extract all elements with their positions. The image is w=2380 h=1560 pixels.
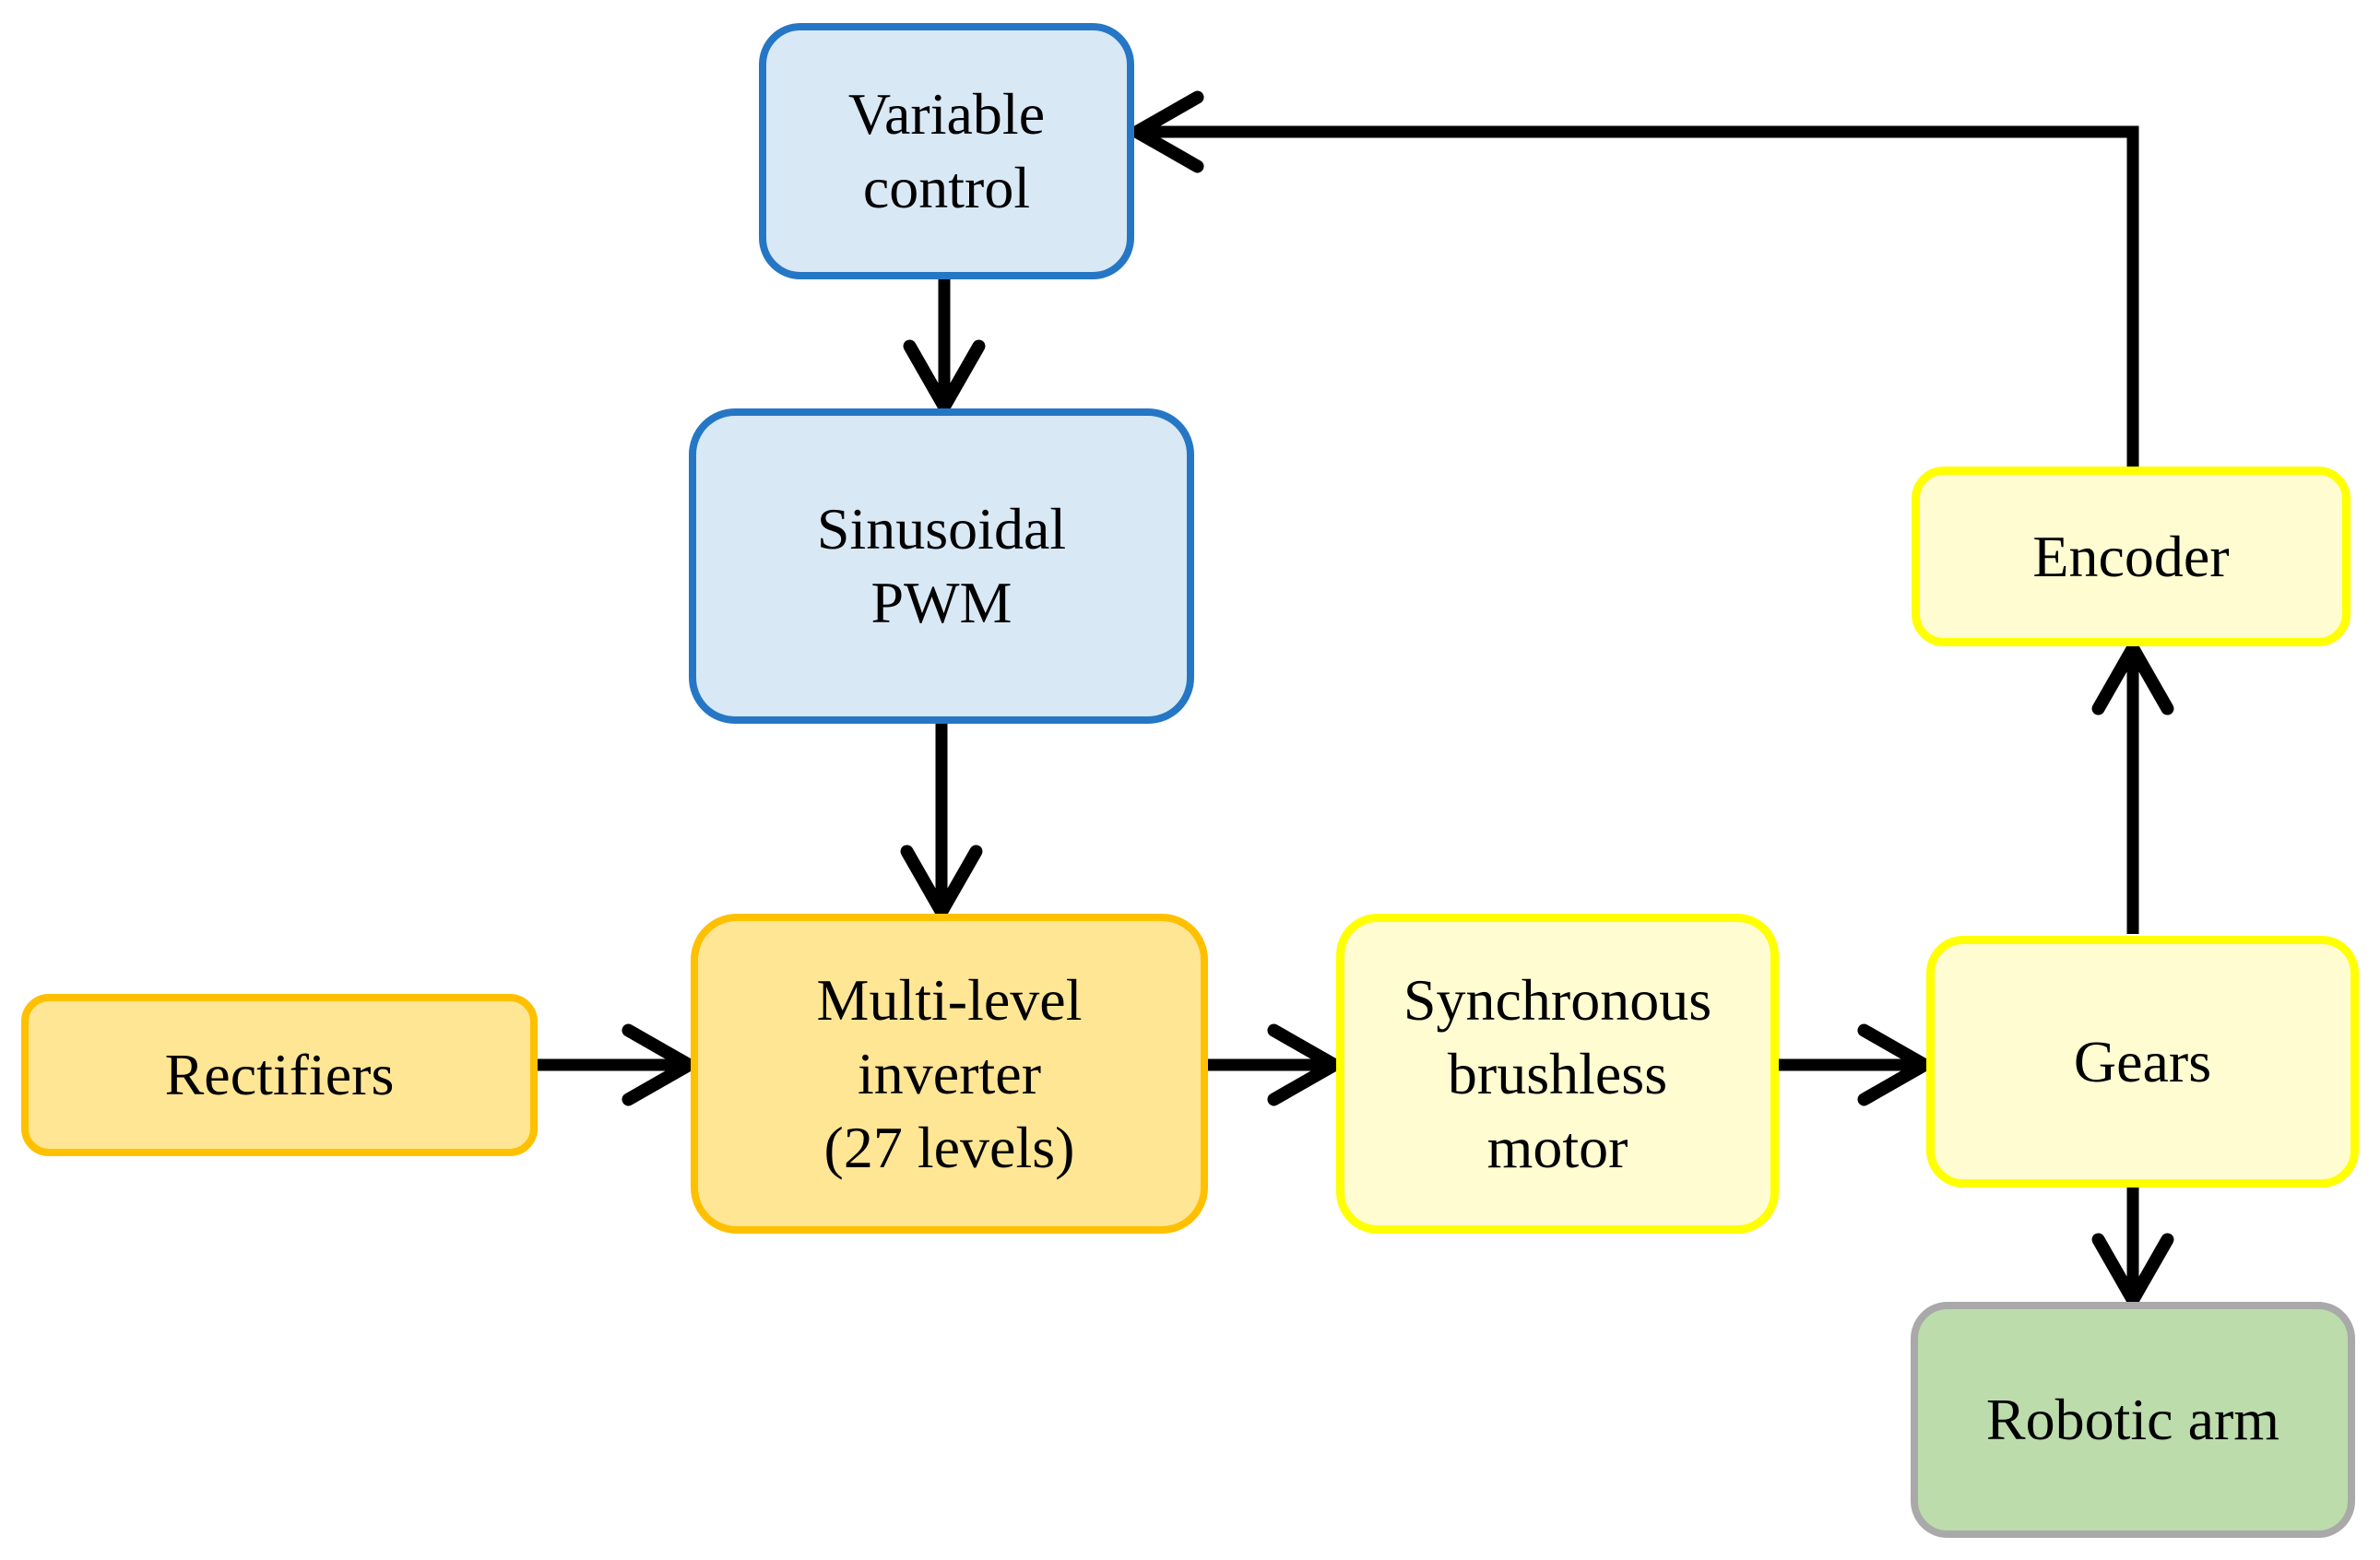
node-robotic-arm-label: Robotic arm [1985, 1387, 2280, 1452]
node-multilevel-inverter-label: Multi-level inverter (27 levels) [816, 966, 1083, 1180]
node-encoder: Encoder [1912, 467, 2350, 646]
node-synchronous-brushless-motor-label: Synchronous brushless motor [1403, 966, 1712, 1180]
node-gears-label: Gears [2073, 1028, 2212, 1094]
node-rectifiers-label: Rectifiers [164, 1042, 395, 1107]
node-multilevel-inverter: Multi-level inverter (27 levels) [691, 914, 1208, 1234]
node-synchronous-brushless-motor: Synchronous brushless motor [1336, 914, 1779, 1234]
node-rectifiers: Rectifiers [21, 994, 538, 1156]
node-sinusoidal-pwm: Sinusoidal PWM [689, 408, 1194, 724]
node-gears: Gears [1926, 936, 2359, 1188]
node-variable-control-label: Variable control [847, 81, 1046, 220]
arrow-encoder-to-variable-control-feedback [1130, 90, 2139, 467]
node-encoder-label: Encoder [2032, 523, 2230, 589]
node-sinusoidal-pwm-label: Sinusoidal PWM [816, 496, 1067, 635]
node-variable-control: Variable control [759, 23, 1134, 279]
node-robotic-arm: Robotic arm [1911, 1302, 2355, 1538]
